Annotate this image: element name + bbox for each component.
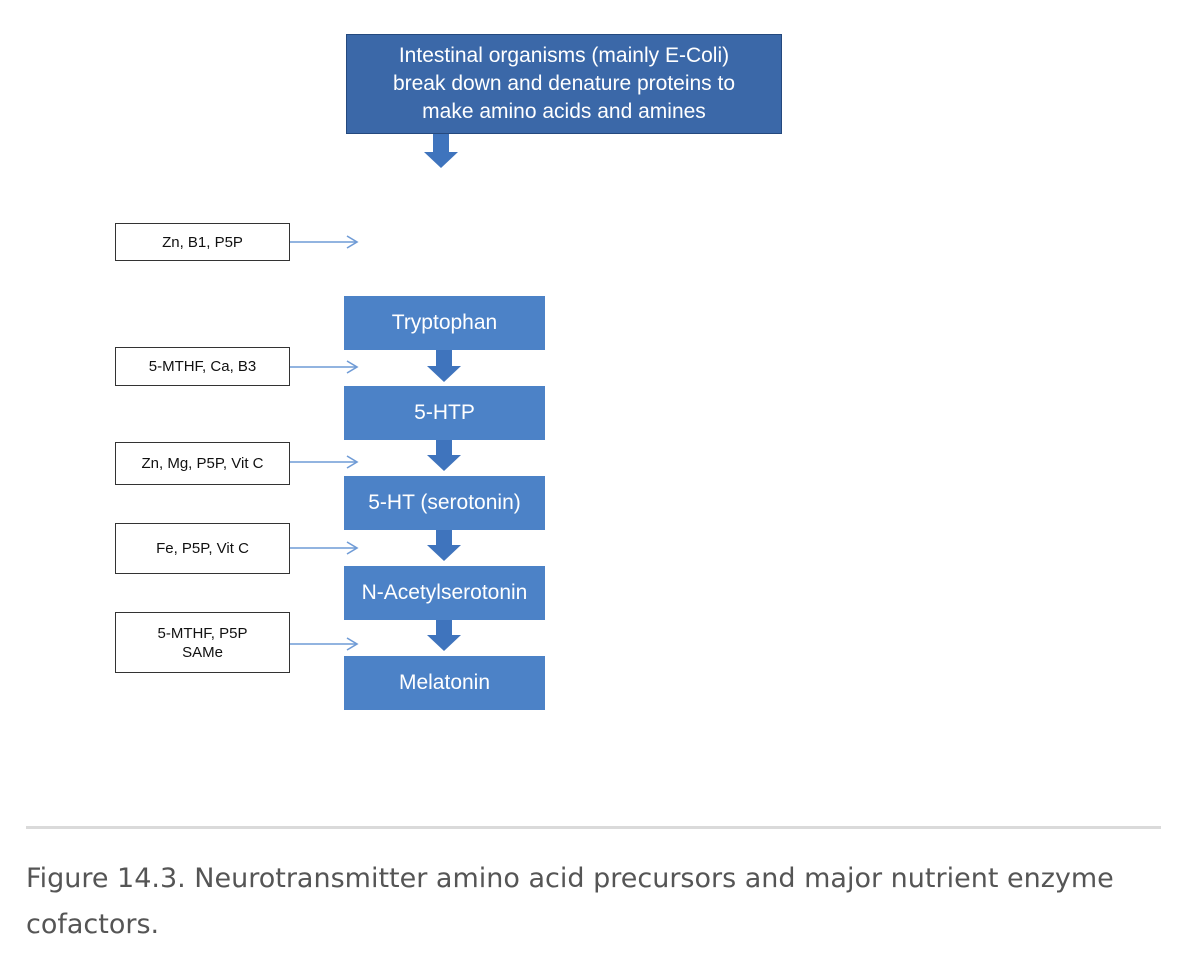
pathway-diagram: Intestinal organisms (mainly E-Coli) bre… [115,34,782,710]
cofactor-box-2: 5-MTHF, Ca, B3 [115,347,290,386]
step-5-ht-serotonin: 5-HT (serotonin) [344,476,545,530]
step-5-htp: 5-HTP [344,386,545,440]
block-arrow-5 [427,620,461,651]
block-arrow-4 [427,530,461,561]
caption-divider [26,826,1161,829]
cofactor-box-4: Fe, P5P, Vit C [115,523,290,574]
cofactor-box-3: Zn, Mg, P5P, Vit C [115,442,290,485]
block-arrow-2 [427,350,461,382]
cofactor-arrow-1 [290,235,359,249]
block-arrow-1 [424,134,458,168]
cofactor-arrow-5 [290,637,359,651]
arrows-layer [290,134,461,651]
cofactor-arrow-2 [290,360,359,374]
step-tryptophan: Tryptophan [344,296,545,350]
cofactor-box-1: Zn, B1, P5P [115,223,290,261]
cofactor-box-5: 5-MTHF, P5P SAMe [115,612,290,673]
source-box: Intestinal organisms (mainly E-Coli) bre… [346,34,782,134]
cofactor-arrow-3 [290,455,359,469]
step-melatonin: Melatonin [344,656,545,710]
step-n-acetylserotonin: N-Acetylserotonin [344,566,545,620]
cofactor-arrow-4 [290,541,359,555]
block-arrow-3 [427,440,461,471]
figure-caption: Figure 14.3. Neurotransmitter amino acid… [26,863,1114,940]
